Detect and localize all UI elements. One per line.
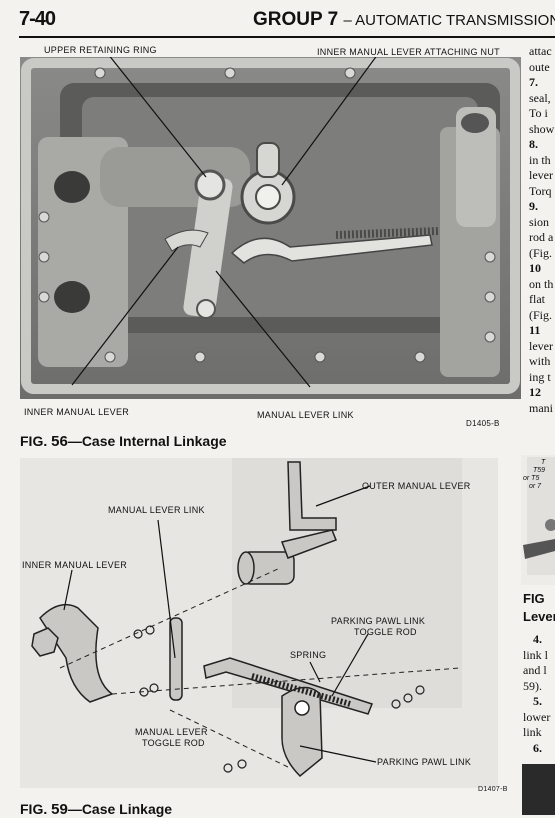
text-line: show	[529, 121, 555, 136]
text-line: lower	[523, 709, 551, 724]
callout-manual-lever-toggle-line2: TOGGLE ROD	[142, 738, 205, 748]
figure-56-caption: FIG. 56—Case Internal Linkage	[20, 433, 227, 450]
right-figure-drawing	[521, 455, 555, 585]
text-line: 7.	[529, 75, 538, 89]
figure-59-caption: FIG. 59—Case Linkage	[20, 801, 172, 818]
caption-line: Lever	[523, 609, 555, 624]
text-line: attac	[529, 44, 552, 58]
right-bottom-photo	[522, 764, 555, 815]
text-line: 5.	[533, 694, 542, 708]
tool-label: T	[541, 459, 546, 466]
text-line: lever	[529, 168, 553, 182]
text-line: in th	[529, 152, 551, 167]
callout-spring: SPRING	[290, 650, 327, 660]
caption-line: FIG	[523, 591, 545, 606]
right-column-text: attac oute 7. seal, To i show 8. in th l…	[529, 44, 555, 416]
text-line: link l	[523, 647, 549, 662]
text-line: (Fig.	[529, 245, 553, 260]
text-line: on th	[529, 276, 554, 291]
text-line: 59).	[523, 678, 542, 693]
figure-59-illustration	[20, 458, 498, 788]
text-line: sion	[529, 214, 550, 229]
text-line: 6.	[533, 740, 542, 755]
figure-56-title: —Case Internal Linkage	[67, 433, 227, 449]
callout-upper-retaining-ring: UPPER RETAINING RING	[44, 45, 157, 55]
callout-manual-lever-toggle-line1: MANUAL LEVER	[135, 727, 208, 737]
group-name: GROUP 7	[253, 9, 339, 30]
figure-59-label: FIG.	[20, 801, 48, 817]
figure-59-number: 59	[51, 801, 68, 818]
text-line: 10	[529, 261, 541, 275]
tool-label: or T5	[523, 475, 540, 482]
header-rule	[19, 36, 555, 38]
text-line: flat	[529, 292, 545, 306]
figure-56-photo	[20, 57, 521, 399]
callout-parking-pawl-link-toggle-line1: PARKING PAWL LINK	[331, 616, 426, 626]
text-line: Torq	[529, 183, 552, 198]
text-line: seal,	[529, 90, 551, 105]
tool-label: T59	[533, 467, 546, 474]
right-column-text-lower: 4. link l and l 59). 5. lower link 6.	[523, 632, 555, 756]
text-line: rod a	[529, 230, 554, 244]
right-figure-caption: FIG Lever	[523, 590, 555, 626]
text-line: ing t	[529, 369, 551, 384]
text-line: To i	[529, 106, 548, 120]
text-line: oute	[529, 59, 550, 74]
page-number: 7-40	[19, 8, 56, 30]
text-line: (Fig.	[529, 307, 553, 322]
text-line: and l	[523, 663, 547, 677]
figure-59-title: —Case Linkage	[67, 801, 173, 817]
text-line: mani	[529, 400, 553, 415]
figure-56-number: 56	[51, 433, 68, 450]
callout-inner-manual-lever-2: INNER MANUAL LEVER	[22, 560, 128, 570]
callout-outer-manual-lever: OUTER MANUAL LEVER	[362, 481, 471, 491]
right-figure-fragment: T T59 or T5 or 7	[521, 455, 555, 605]
callout-inner-manual-lever-nut: INNER MANUAL LEVER ATTACHING NUT	[317, 47, 500, 57]
callout-manual-lever-link: MANUAL LEVER LINK	[257, 410, 354, 420]
text-line: 12	[529, 385, 541, 399]
right-figure-labels: T T59 or T5 or 7	[523, 459, 546, 491]
text-line: 8.	[529, 137, 538, 151]
figure-56-code: D1405-B	[466, 419, 500, 428]
group-section: – AUTOMATIC TRANSMISSION	[343, 12, 555, 29]
figure-59-code: D1407-B	[478, 786, 508, 793]
callout-parking-pawl-link: PARKING PAWL LINK	[377, 757, 472, 767]
text-line: link	[523, 725, 542, 739]
text-line: with	[529, 354, 551, 368]
callout-manual-lever-link-2: MANUAL LEVER LINK	[108, 505, 205, 515]
tool-label: or 7	[529, 483, 542, 490]
text-line: 4.	[533, 632, 542, 646]
text-line: lever	[529, 338, 553, 353]
figure-56-label: FIG.	[20, 433, 48, 449]
callout-inner-manual-lever: INNER MANUAL LEVER	[24, 407, 130, 417]
callout-parking-pawl-link-toggle-line2: TOGGLE ROD	[354, 627, 417, 637]
group-title: GROUP 7 – AUTOMATIC TRANSMISSION	[253, 9, 555, 31]
text-line: 11	[529, 323, 541, 337]
text-line: 9.	[529, 199, 538, 213]
